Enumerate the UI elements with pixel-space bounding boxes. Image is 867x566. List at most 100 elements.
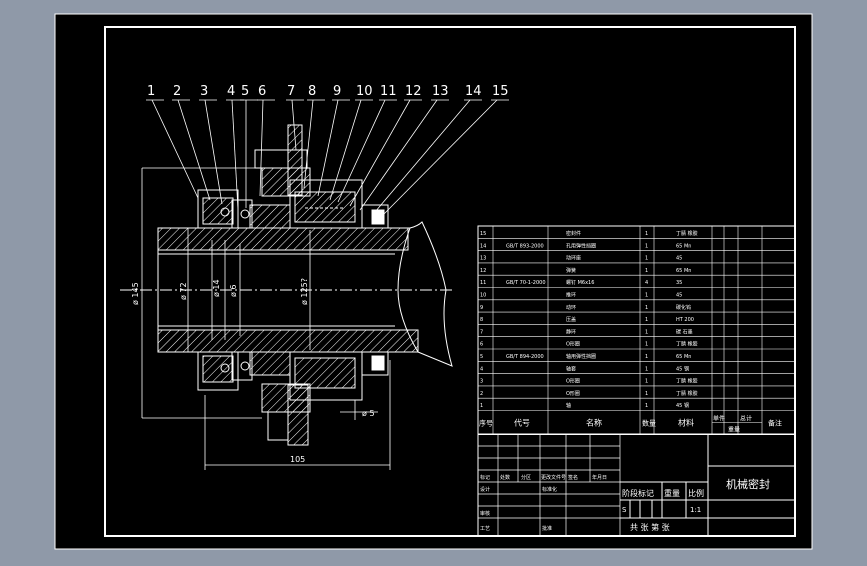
- seal-assembly: [120, 124, 455, 470]
- bom-cell-code: GB/T 893-2000: [506, 243, 544, 249]
- balloon-13: 13: [432, 84, 449, 99]
- std-label: 标准化: [542, 486, 557, 493]
- bom-cell-material: 丁腈 橡胶: [676, 390, 698, 397]
- title-block-texts: 机械密封 阶段标记 重量 比例 S 1:1 共 张 第 张 标记 处数 分区 更…: [480, 474, 770, 532]
- bom-cell-no: 5: [480, 354, 483, 360]
- dim-d14: ø 14: [212, 279, 221, 297]
- bom-header-qty: 数量: [642, 419, 656, 428]
- bom-cell-name: 孔用弹性挡圈: [566, 242, 596, 249]
- bom-cell-name: O形圈: [566, 341, 580, 348]
- bom-cell-name: 静环: [566, 328, 576, 335]
- bom-header-code: 代号: [514, 418, 530, 428]
- bom-cell-name: 动环座: [566, 255, 581, 262]
- bom-cell-material: 45: [676, 256, 682, 262]
- role-design: 设计: [480, 486, 490, 493]
- balloon-10: 10: [356, 84, 373, 99]
- dimension-lines: [141, 167, 391, 470]
- approve-label: 批准: [542, 525, 552, 532]
- bom-header-note: 备注: [768, 419, 782, 428]
- dimension-texts: ø 145 ø 72 ø 14 ø 6 ø 125? ø 5 105: [131, 278, 375, 464]
- bom-cell-no: 14: [480, 243, 486, 249]
- bom-cell-no: 1: [480, 403, 483, 409]
- bom-cell-qty: 1: [645, 256, 648, 262]
- bom-cell-no: 4: [480, 366, 483, 372]
- rev-head-3: 更改文件号: [541, 474, 566, 481]
- balloon-11: 11: [380, 84, 397, 99]
- drawing-title: 机械密封: [726, 477, 770, 491]
- bom-cell-qty: 4: [645, 280, 648, 286]
- bom-cell-name: 轴套: [566, 365, 576, 372]
- bom-header-single: 单件: [713, 415, 725, 423]
- balloon-leader: [349, 99, 411, 207]
- dim-l105: 105: [290, 455, 305, 464]
- bom-cell-material: 65 Mn: [676, 243, 691, 249]
- rev-head-0: 标记: [480, 474, 490, 481]
- balloon-leader: [231, 99, 239, 211]
- drawing-sheet: [54, 13, 813, 550]
- role-process: 工艺: [480, 526, 490, 532]
- balloon-2: 2: [173, 84, 181, 99]
- bom-cell-code: GB/T 894-2000: [506, 354, 544, 360]
- balloon-7: 7: [287, 84, 295, 99]
- balloon-leader: [303, 99, 314, 189]
- bom-cell-no: 8: [480, 317, 483, 323]
- bom-cell-qty: 1: [645, 243, 648, 249]
- bom-cell-material: 丁腈 橡胶: [676, 230, 698, 237]
- rev-head-2: 分区: [521, 474, 531, 481]
- s-mark: S: [622, 506, 627, 514]
- bom-cell-qty: 1: [645, 317, 648, 323]
- balloon-leader: [204, 99, 223, 205]
- bom-cell-material: 65 Mn: [676, 268, 691, 274]
- bom-cell-material: 45 钢: [676, 365, 689, 372]
- balloon-leader: [359, 99, 438, 211]
- rev-head-1: 处数: [500, 474, 510, 481]
- balloon-leader: [151, 99, 199, 199]
- balloon-9: 9: [333, 84, 341, 99]
- bom-cell-name: 动环: [566, 304, 576, 311]
- rev-head-4: 签名: [568, 474, 578, 481]
- balloon-leader: [337, 99, 386, 203]
- balloon-6: 6: [258, 84, 266, 99]
- bom-cell-name: 推环: [566, 292, 576, 299]
- bom-cell-no: 6: [480, 342, 483, 348]
- bom-cell-no: 11: [480, 280, 486, 286]
- bom-cell-no: 10: [480, 293, 486, 299]
- bom-cell-material: 碳 石墨: [676, 328, 693, 335]
- balloon-leader: [317, 99, 339, 197]
- bom-cell-material: 丁腈 橡胶: [676, 378, 698, 385]
- bom-header-total: 总计: [740, 415, 752, 423]
- dim-d145: ø 145: [131, 282, 140, 305]
- balloon-3: 3: [200, 84, 208, 99]
- bom-cell-material: 65 Mn: [676, 354, 691, 360]
- bom-cell-qty: 1: [645, 379, 648, 385]
- balloon-leader: [381, 99, 498, 217]
- bom-cell-name: 压盖: [566, 316, 576, 323]
- revision-grid: [478, 434, 621, 536]
- rev-head-5: 年月日: [592, 474, 607, 481]
- balloon-1: 1: [147, 84, 155, 99]
- balloon-leader: [259, 99, 264, 197]
- balloon-12: 12: [405, 84, 422, 99]
- bom-cell-no: 2: [480, 391, 483, 397]
- scale-label: 比例: [688, 488, 704, 498]
- bom-cell-name: 弹簧: [566, 267, 576, 274]
- balloon-leader: [291, 99, 297, 151]
- balloon-leader: [329, 99, 362, 201]
- bom-cell-qty: 1: [645, 366, 648, 372]
- bom-cell-qty: 1: [645, 231, 648, 237]
- title-block: [477, 433, 796, 537]
- sheet-count: 共 张 第 张: [630, 522, 670, 532]
- balloon-4: 4: [227, 84, 235, 99]
- balloon-leader: [374, 99, 471, 213]
- bom-cell-code: GB/T 70-1-2000: [506, 280, 546, 286]
- bom-cell-name: 轴: [566, 402, 571, 409]
- bom-cell-qty: 1: [645, 403, 648, 409]
- stage-mark-label: 阶段标记: [622, 488, 654, 498]
- seal-lower: [197, 351, 389, 446]
- bom-cell-name: 螺钉 M6x16: [566, 279, 594, 286]
- role-review: 审核: [480, 510, 490, 517]
